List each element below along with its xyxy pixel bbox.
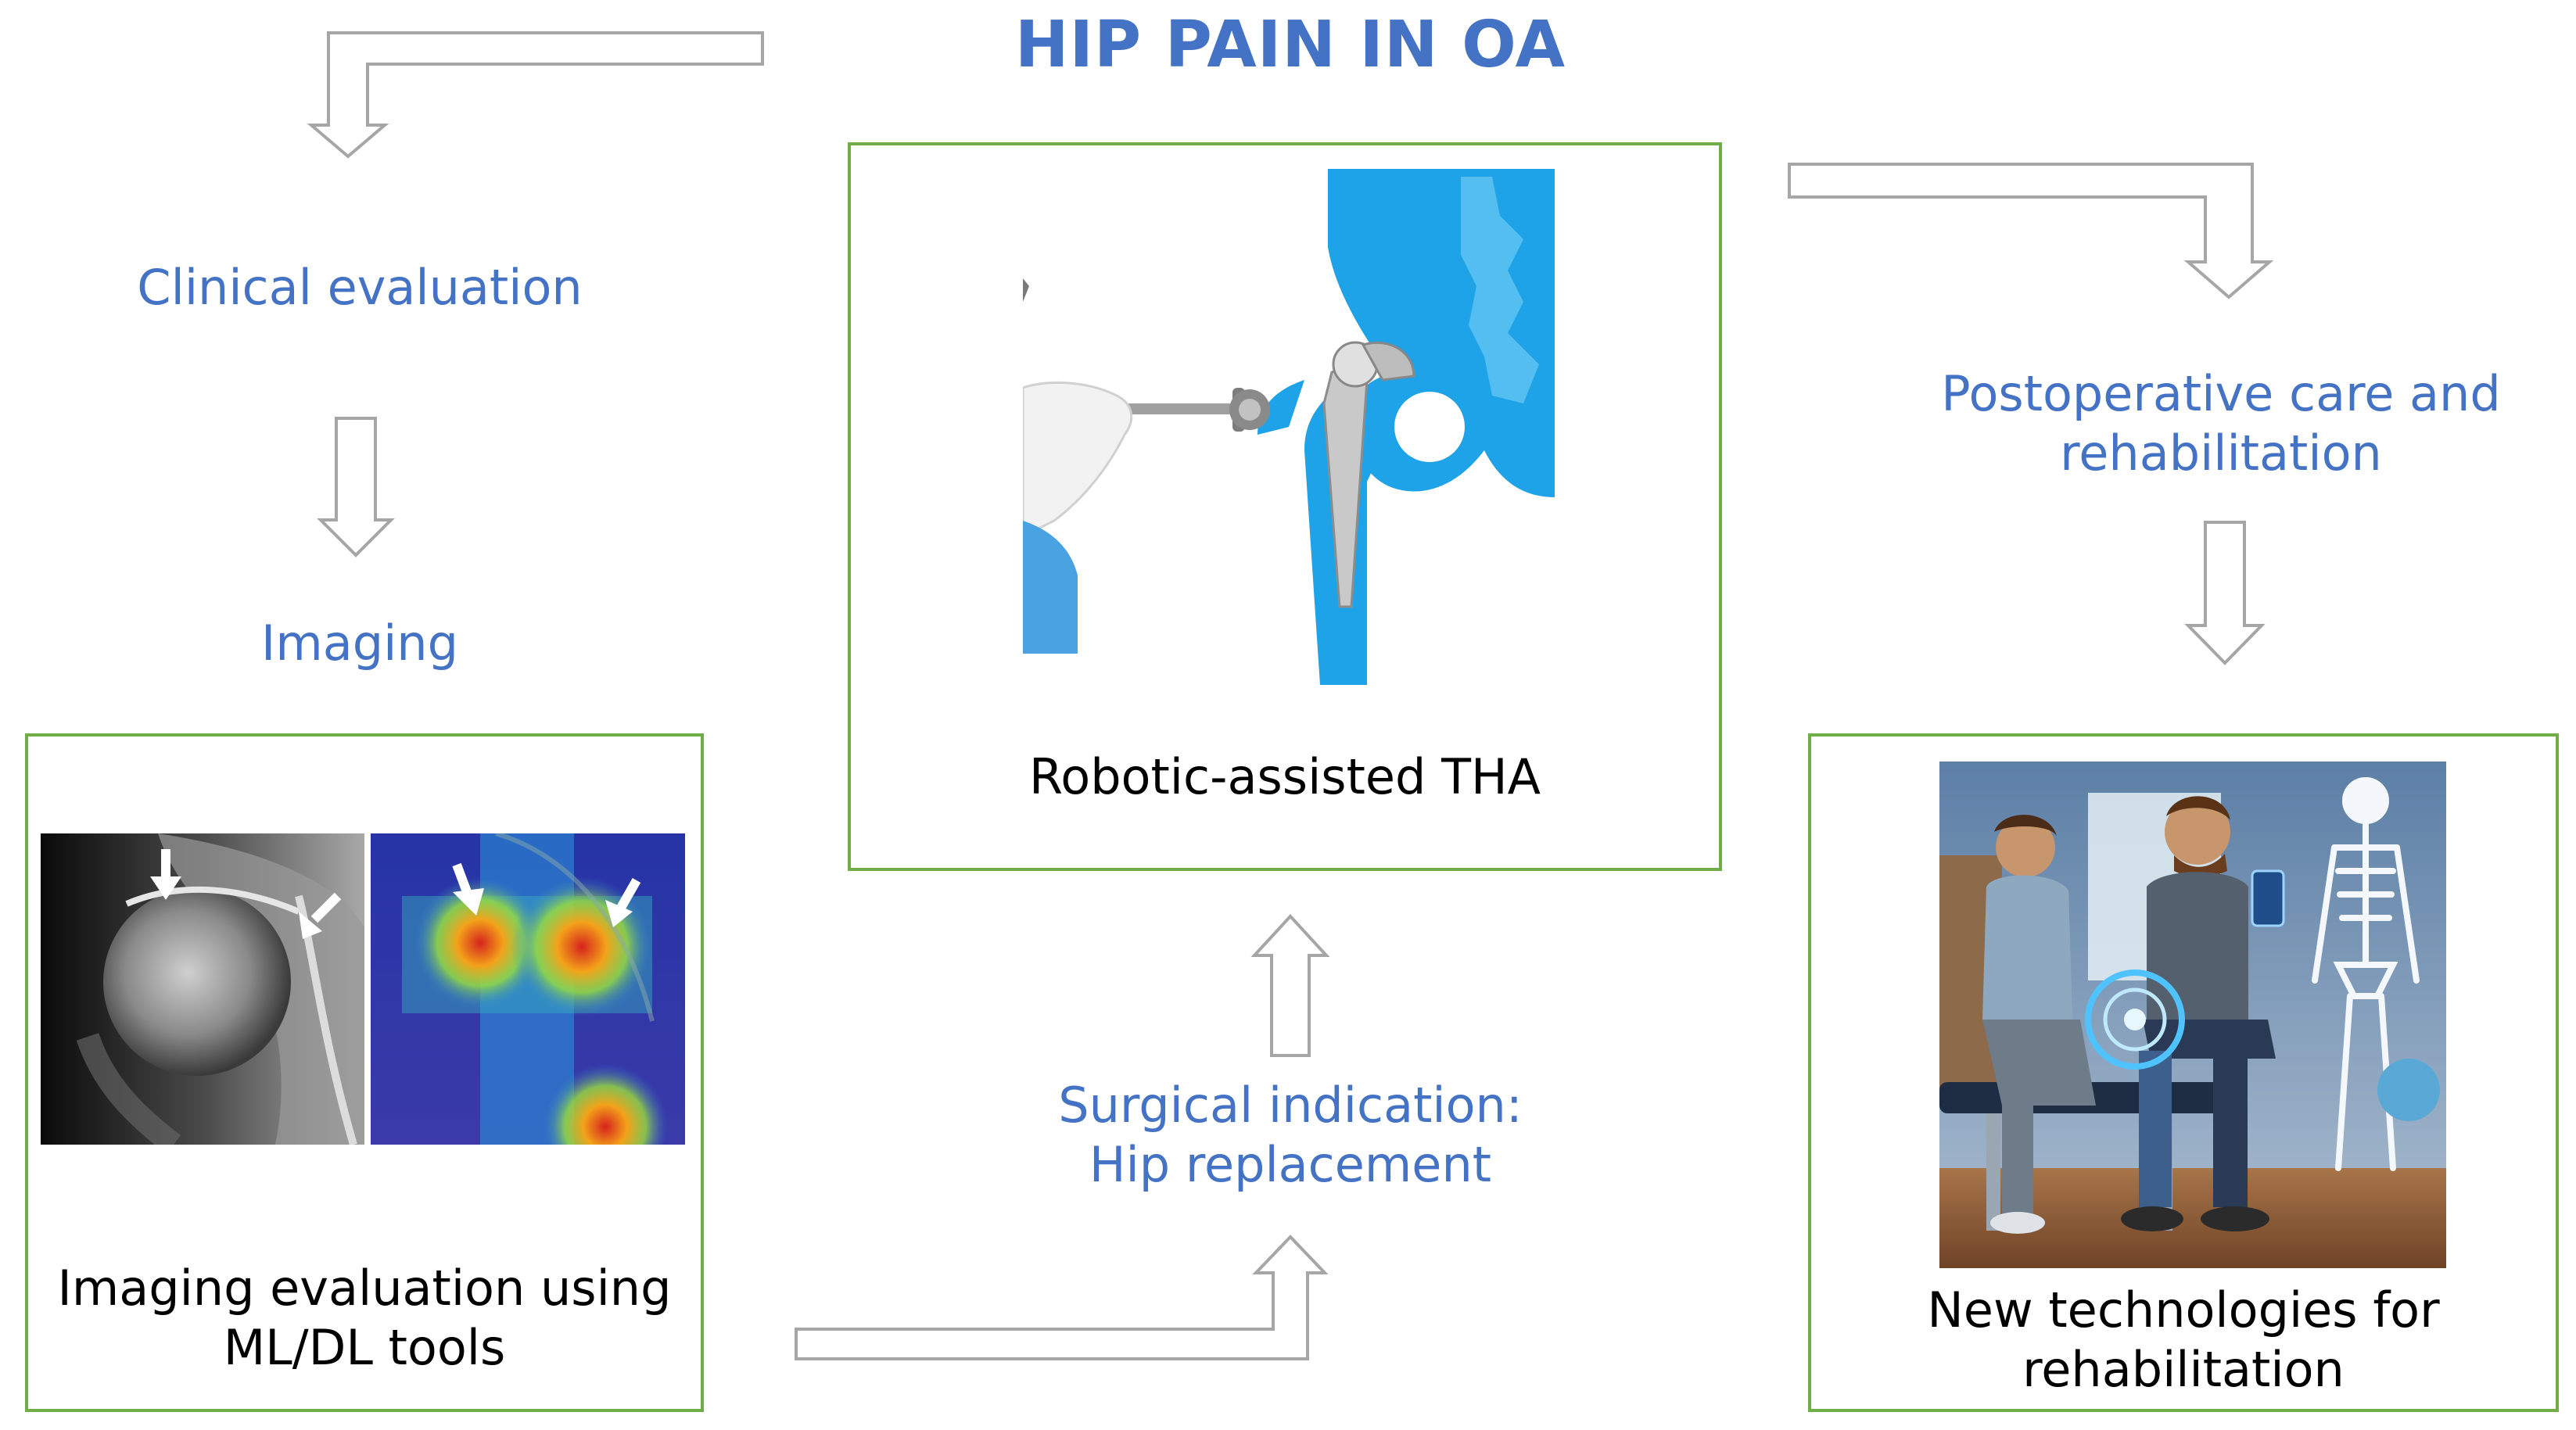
robotic-tha-box: Robotic-assisted THA <box>848 142 1722 871</box>
arrow-surgical-to-robotic <box>1250 914 1330 1057</box>
postoperative-label: Postoperative care and rehabilitation <box>1908 364 2534 483</box>
surgical-indication-label: Surgical indication: Hip replacement <box>1001 1076 1580 1195</box>
rehabilitation-illustration <box>1939 762 2446 1268</box>
clinical-evaluation-text: Clinical evaluation <box>137 259 583 316</box>
surgical-indication-line1: Surgical indication: <box>1058 1077 1523 1134</box>
imaging-evaluation-caption: Imaging evaluation using ML/DL tools <box>28 1259 701 1378</box>
rehabilitation-box: New technologies for rehabilitation <box>1808 733 2559 1412</box>
arrow-title-to-clinical <box>307 31 764 159</box>
surgical-indication-line2: Hip replacement <box>1089 1136 1492 1193</box>
imaging-evaluation-box: Imaging evaluation using ML/DL tools <box>25 733 704 1412</box>
diagram-title: HIP PAIN IN OA <box>1014 8 1566 82</box>
arrow-clinical-to-imaging <box>317 417 395 557</box>
clinical-evaluation-label: Clinical evaluation <box>125 258 594 317</box>
postoperative-line2: rehabilitation <box>2060 425 2382 482</box>
imaging-label: Imaging <box>125 614 594 673</box>
robotic-hip-illustration <box>1023 169 1555 693</box>
imaging-text: Imaging <box>261 615 458 672</box>
imaging-evaluation-line2: ML/DL tools <box>223 1319 506 1376</box>
robotic-tha-caption: Robotic-assisted THA <box>1028 748 1541 805</box>
xray-image <box>41 833 364 1145</box>
heatmap-image <box>371 833 685 1145</box>
rehabilitation-line2: rehabilitation <box>2022 1341 2345 1398</box>
rehabilitation-line1: New technologies for <box>1927 1281 2440 1339</box>
arrow-robotic-to-postop <box>1788 163 2274 299</box>
postoperative-line1: Postoperative care and <box>1941 365 2501 422</box>
arrow-imaging-to-surgical <box>795 1235 1329 1360</box>
arrow-postop-to-rehab <box>2184 521 2266 665</box>
imaging-evaluation-line1: Imaging evaluation using <box>57 1260 672 1317</box>
rehabilitation-caption: New technologies for rehabilitation <box>1811 1281 2556 1400</box>
